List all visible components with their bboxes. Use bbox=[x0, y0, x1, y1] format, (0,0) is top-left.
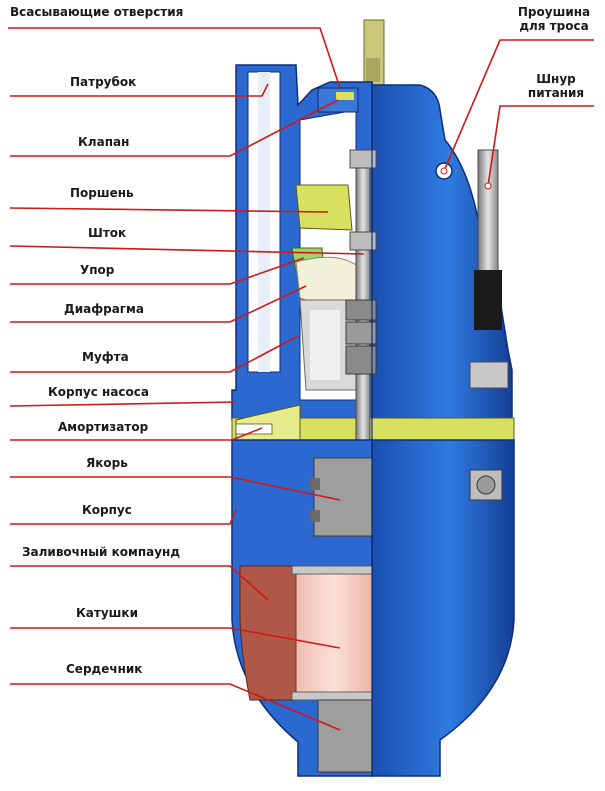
label-stop: Упор bbox=[80, 263, 115, 277]
leader-armature bbox=[10, 476, 341, 501]
label-shock-absorber: Амортизатор bbox=[58, 420, 149, 434]
label-cable-eye-line1: Проушина bbox=[517, 5, 591, 19]
leader-stop bbox=[10, 257, 305, 285]
leader-shock-absorber bbox=[10, 427, 263, 441]
leader-coils bbox=[10, 627, 341, 649]
leader-lines bbox=[8, 27, 594, 731]
leader-core bbox=[10, 683, 341, 731]
label-suction-holes: Всасывающие отверстия bbox=[10, 5, 184, 19]
leader-coupling bbox=[10, 335, 299, 373]
label-power-cord-line1: Шнур bbox=[536, 72, 576, 86]
leader-suction-holes bbox=[8, 27, 341, 89]
label-cable-eye-line2: для троса bbox=[519, 19, 589, 33]
label-piston: Поршень bbox=[70, 186, 134, 200]
leader-piston bbox=[9, 207, 329, 213]
leader-potting-compound bbox=[10, 565, 269, 601]
label-armature: Якорь bbox=[86, 456, 128, 470]
core bbox=[317, 699, 373, 773]
lower-shell-right bbox=[371, 439, 515, 777]
leader-valve bbox=[10, 99, 339, 157]
label-rod: Шток bbox=[88, 226, 127, 240]
label-pipe: Патрубок bbox=[70, 75, 137, 89]
label-cable-eye: Проушина для троса bbox=[508, 5, 600, 33]
label-coupling: Муфта bbox=[82, 350, 129, 364]
leader-pump-body bbox=[9, 401, 237, 407]
coils bbox=[295, 571, 373, 695]
label-housing: Корпус bbox=[82, 503, 132, 517]
leader-power-cord bbox=[487, 105, 594, 187]
leader-pipe bbox=[10, 83, 269, 97]
label-potting-compound: Заливочный компаунд bbox=[22, 545, 181, 559]
leader-cable-eye bbox=[443, 39, 594, 172]
leader-housing bbox=[10, 509, 237, 525]
label-power-cord-line2: питания bbox=[527, 86, 585, 100]
label-power-cord: Шнур питания bbox=[516, 72, 596, 100]
leader-rod bbox=[9, 245, 365, 255]
label-core: Сердечник bbox=[66, 662, 143, 676]
label-coils: Катушки bbox=[76, 606, 138, 620]
label-diaphragm: Диафрагма bbox=[64, 302, 144, 316]
diaphragm bbox=[295, 256, 361, 305]
label-pump-body: Корпус насоса bbox=[48, 385, 150, 399]
piston bbox=[295, 184, 353, 231]
leader-diaphragm bbox=[10, 285, 307, 323]
label-valve: Клапан bbox=[78, 135, 130, 149]
potting-compound bbox=[239, 565, 297, 701]
power-cord bbox=[477, 149, 499, 291]
